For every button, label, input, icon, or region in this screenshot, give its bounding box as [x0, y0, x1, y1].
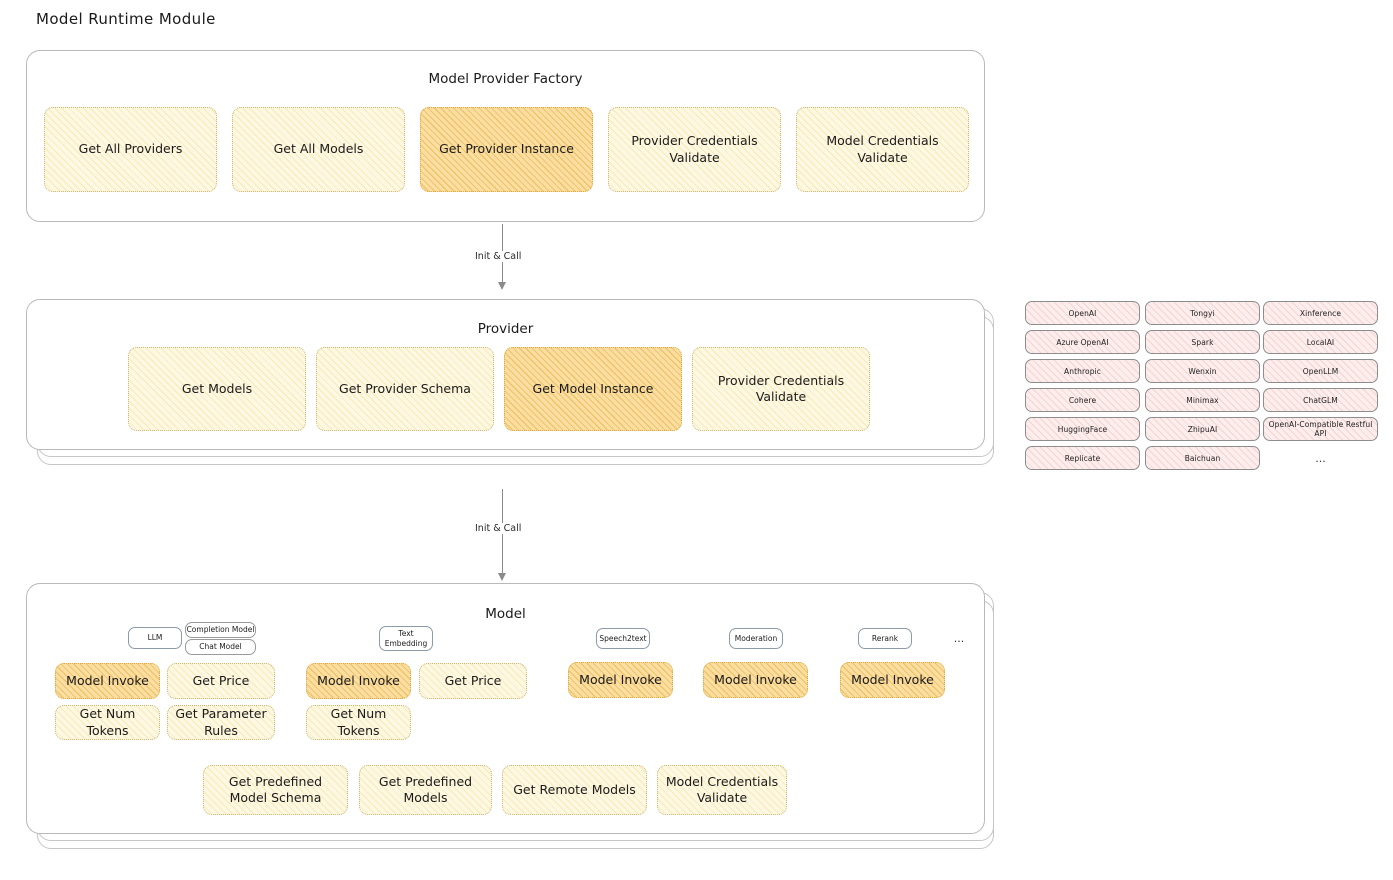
factory-node-get-all-models[interactable]: Get All Models: [232, 107, 405, 192]
model-type-chip-moderation[interactable]: Moderation: [729, 628, 783, 649]
model-type-chip-speech2text[interactable]: Speech2text: [596, 628, 650, 649]
provider-chip-xinference[interactable]: Xinference: [1263, 301, 1378, 325]
provider-node-get-provider-schema[interactable]: Get Provider Schema: [316, 347, 494, 431]
model-subtype-chip-completion-model[interactable]: Completion Model: [185, 622, 256, 638]
provider-chip-wenxin[interactable]: Wenxin: [1145, 359, 1260, 383]
provider-node-get-models[interactable]: Get Models: [128, 347, 306, 431]
text-embedding-method-get-num-tokens[interactable]: Get Num Tokens: [306, 705, 411, 740]
provider-chip-cohere[interactable]: Cohere: [1025, 388, 1140, 412]
text-embedding-method-model-invoke[interactable]: Model Invoke: [306, 663, 411, 699]
factory-node-provider-credentials-validate[interactable]: Provider Credentials Validate: [608, 107, 781, 192]
model-provider-factory-title: Model Provider Factory: [428, 71, 583, 87]
page-title: Model Runtime Module: [36, 10, 216, 28]
model-subtype-chip-chat-model[interactable]: Chat Model: [185, 639, 256, 655]
model-title: Model: [485, 606, 526, 622]
provider-chip-huggingface[interactable]: HuggingFace: [1025, 417, 1140, 441]
provider-chip-azure-openai[interactable]: Azure OpenAI: [1025, 330, 1140, 354]
arrow-factory-to-provider-label: Init & Call: [471, 251, 526, 262]
arrow-provider-to-model-head: [498, 573, 506, 581]
factory-node-model-credentials-validate[interactable]: Model Credentials Validate: [796, 107, 969, 192]
provider-chip-chatglm[interactable]: ChatGLM: [1263, 388, 1378, 412]
model-shared-method-get-predefined-model-schema[interactable]: Get Predefined Model Schema: [203, 765, 348, 815]
provider-chip-baichuan[interactable]: Baichuan: [1145, 446, 1260, 470]
model-types-more-ellipsis: ...: [953, 632, 965, 645]
model-shared-method-model-credentials-validate[interactable]: Model Credentials Validate: [657, 765, 787, 815]
llm-method-get-price[interactable]: Get Price: [167, 663, 275, 699]
provider-chip-replicate[interactable]: Replicate: [1025, 446, 1140, 470]
provider-chip-openllm[interactable]: OpenLLM: [1263, 359, 1378, 383]
factory-node-get-provider-instance[interactable]: Get Provider Instance: [420, 107, 593, 192]
rerank-method-model-invoke[interactable]: Model Invoke: [840, 662, 945, 698]
provider-node-provider-credentials-validate[interactable]: Provider Credentials Validate: [692, 347, 870, 431]
provider-chip-localai[interactable]: LocalAI: [1263, 330, 1378, 354]
llm-method-get-num-tokens[interactable]: Get Num Tokens: [55, 705, 160, 740]
text-embedding-method-get-price[interactable]: Get Price: [419, 663, 527, 699]
llm-method-model-invoke[interactable]: Model Invoke: [55, 663, 160, 699]
speech2text-method-model-invoke[interactable]: Model Invoke: [568, 662, 673, 698]
model-shared-method-get-remote-models[interactable]: Get Remote Models: [502, 765, 647, 815]
provider-chip-anthropic[interactable]: Anthropic: [1025, 359, 1140, 383]
provider-chip-minimax[interactable]: Minimax: [1145, 388, 1260, 412]
model-type-chip-text-embedding[interactable]: Text Embedding: [379, 626, 433, 651]
provider-chip-spark[interactable]: Spark: [1145, 330, 1260, 354]
llm-method-get-parameter-rules[interactable]: Get Parameter Rules: [167, 705, 275, 740]
provider-title: Provider: [477, 321, 534, 337]
provider-chip-openai-compatible-restful-api[interactable]: OpenAI-Compatible Restful API: [1263, 417, 1378, 441]
model-type-chip-llm[interactable]: LLM: [128, 627, 182, 649]
arrow-factory-to-provider-head: [498, 282, 506, 290]
model-type-chip-rerank[interactable]: Rerank: [858, 628, 912, 649]
arrow-provider-to-model-label: Init & Call: [471, 523, 526, 534]
model-shared-method-get-predefined-models[interactable]: Get Predefined Models: [359, 765, 492, 815]
provider-node-get-model-instance[interactable]: Get Model Instance: [504, 347, 682, 431]
provider-chip-zhipuai[interactable]: ZhipuAI: [1145, 417, 1260, 441]
provider-list-more-ellipsis: ...: [1315, 451, 1326, 465]
moderation-method-model-invoke[interactable]: Model Invoke: [703, 662, 808, 698]
provider-chip-tongyi[interactable]: Tongyi: [1145, 301, 1260, 325]
factory-node-get-all-providers[interactable]: Get All Providers: [44, 107, 217, 192]
provider-chip-openai[interactable]: OpenAI: [1025, 301, 1140, 325]
